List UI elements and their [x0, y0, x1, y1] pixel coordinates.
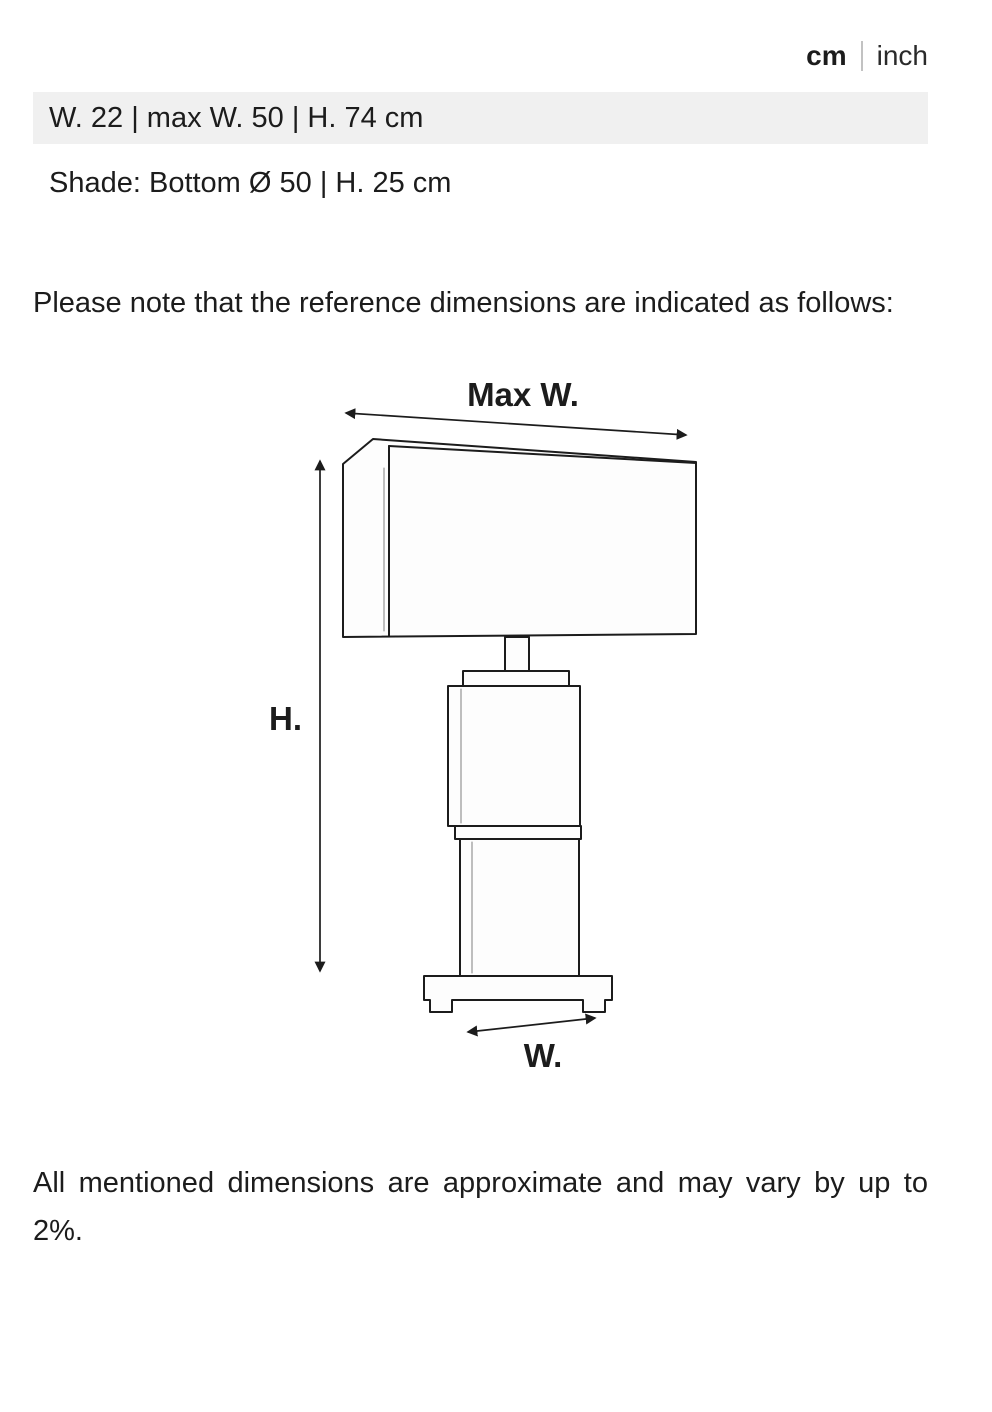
max-width-label: Max W. [467, 376, 579, 413]
product-dimensions-page: cm inch W. 22 | max W. 50 | H. 74 cm Sha… [33, 40, 928, 1247]
unit-divider [860, 41, 863, 71]
lamp-dimension-diagram: Max W. [269, 376, 697, 1074]
lamp-upper-body [447, 685, 581, 827]
lamp-neck [504, 636, 530, 674]
width-arrow [466, 1013, 597, 1037]
lamp-shade-drawing [342, 438, 697, 638]
shade-dimensions: Shade: Bottom Ø 50 | H. 25 cm [49, 167, 452, 199]
unit-toggle: cm inch [33, 40, 928, 72]
lamp-base [423, 975, 613, 1013]
reference-note: Please note that the reference dimension… [33, 287, 894, 319]
width-label: W. [524, 1037, 563, 1074]
unit-cm-button[interactable]: cm [806, 40, 847, 71]
lamp-mid-plate [454, 825, 582, 840]
lamp-lower-body [459, 838, 580, 977]
max-width-arrow [344, 408, 688, 440]
disclaimer: All mentioned dimensions are approximate… [33, 1167, 928, 1247]
unit-inch-button[interactable]: inch [876, 40, 928, 71]
lamp-cap-plate [462, 670, 570, 687]
height-label: H. [269, 700, 302, 737]
dimensions-bar: W. 22 | max W. 50 | H. 74 cm [33, 92, 928, 144]
